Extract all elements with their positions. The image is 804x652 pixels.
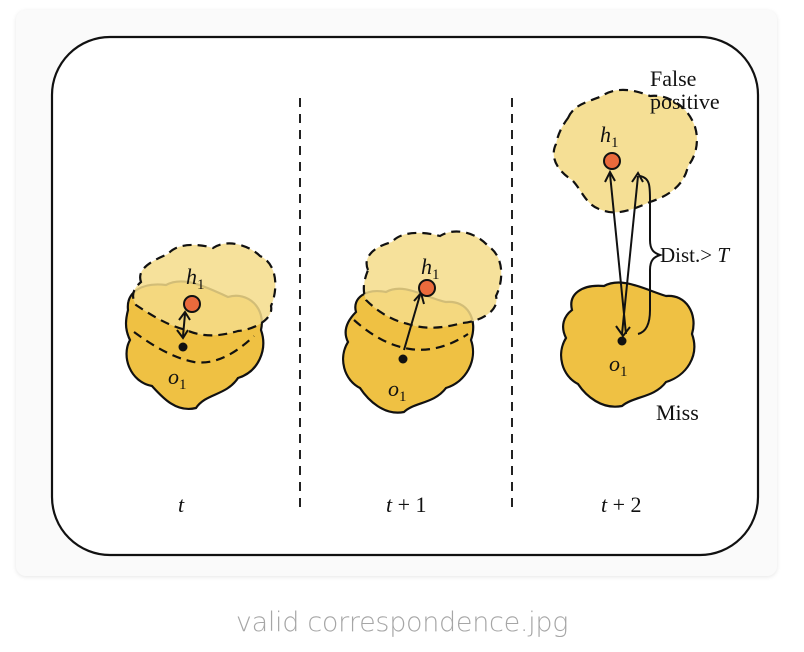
overlap-boundary (353, 319, 469, 351)
hypothesis-point (418, 279, 436, 297)
hypothesis-blob (362, 230, 503, 329)
distance-arrow (403, 294, 421, 351)
tracking-diagram: h1 o1 t h1 o1 t + 1 (50, 35, 760, 557)
panel-t-plus-1: h1 o1 t + 1 (342, 230, 503, 517)
image-caption: valid correspondence.jpg (235, 607, 569, 638)
distance-threshold-label: Dist.> T (660, 243, 730, 267)
hypothesis-label: h1 (600, 122, 619, 151)
distance-arrow (182, 313, 186, 337)
object-point (617, 336, 627, 346)
hypothesis-point (183, 295, 201, 313)
arrowhead-up (604, 169, 616, 183)
hypothesis-label: h1 (186, 264, 205, 293)
time-label: t (178, 492, 185, 517)
arrowhead-up (178, 310, 191, 321)
object-point (178, 342, 188, 352)
overlap-boundary (133, 331, 255, 364)
object-label: o1 (388, 376, 407, 405)
time-label: t + 1 (386, 492, 427, 517)
arrowhead-down (176, 329, 189, 340)
distance-brace (637, 175, 664, 335)
hypothesis-point (603, 152, 621, 170)
false-positive-label: False positive (650, 66, 720, 114)
hypothesis-blob (132, 242, 277, 337)
panel-t: h1 o1 t (124, 242, 277, 517)
distance-arrow-left (609, 173, 627, 335)
time-label: t + 2 (601, 492, 642, 517)
object-label: o1 (609, 351, 628, 380)
miss-label: Miss (656, 400, 699, 425)
distance-arrow-right (621, 175, 639, 335)
arrowhead-down (615, 325, 631, 338)
arrowhead-up (631, 171, 644, 183)
hypothesis-blob (552, 88, 698, 214)
object-blob (560, 281, 696, 408)
figure-card: h1 o1 t h1 o1 t + 1 (16, 10, 777, 576)
object-point (398, 354, 408, 364)
object-label: o1 (168, 364, 187, 393)
panel-t-plus-2: h1 o1 t + 2 False positive Dist.> T Miss (552, 66, 730, 517)
hypothesis-label: h1 (421, 254, 440, 283)
